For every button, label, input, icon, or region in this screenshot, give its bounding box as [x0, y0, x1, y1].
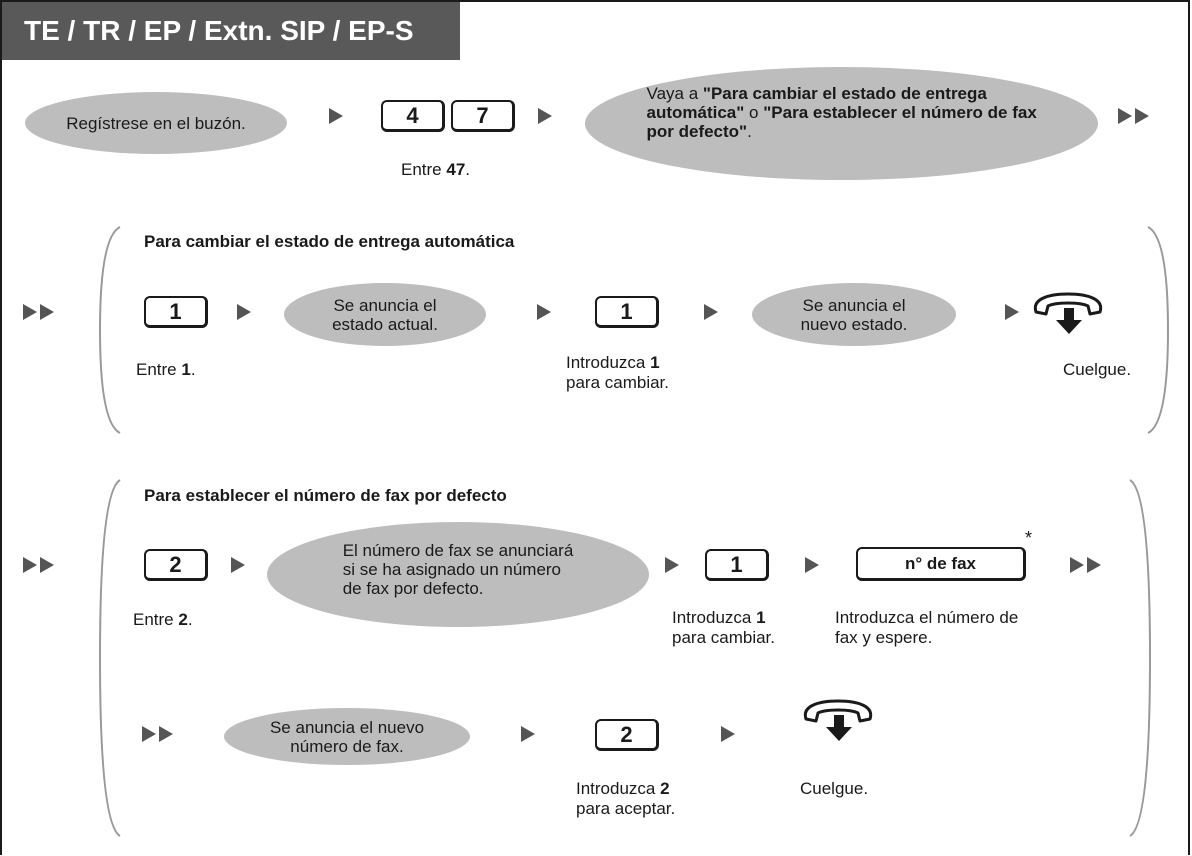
section2-key1-caption: Entre 2.	[133, 610, 193, 630]
goto-text-2: o	[744, 103, 764, 122]
caption-bold: 1	[756, 608, 766, 627]
section2-heading: Para establecer el número de fax por def…	[144, 486, 507, 505]
arrow	[521, 726, 535, 742]
caption-prefix: Introduzca	[672, 608, 757, 627]
section2-hangup-caption: Cuelgue.	[800, 779, 869, 798]
arrow	[538, 108, 552, 124]
keys-caption-suffix: .	[465, 160, 471, 179]
goto-text-bold-2: "Para establecer el número de fax por de…	[646, 103, 1037, 141]
goto-text-bold-1: "Para cambiar el estado de entrega autom…	[646, 84, 987, 122]
section1-hangup-caption: Cuelgue.	[1063, 360, 1132, 379]
arrow	[237, 304, 251, 320]
caption-prefix: Introduzca	[576, 779, 661, 798]
goto-text-1: Vaya a	[646, 84, 703, 103]
section2-key-accept-label: 2	[620, 721, 633, 747]
double-arrow	[23, 304, 57, 320]
arrow	[1005, 304, 1019, 320]
login-oval: Regístrese en el buzón.	[25, 92, 287, 154]
caption-line1: Introduzca el número de	[835, 608, 1019, 627]
oval-text: Se anuncia el nuevo número de fax.	[269, 717, 425, 756]
section2-key-2: 2	[144, 549, 208, 581]
login-oval-text: Regístrese en el buzón.	[66, 113, 246, 133]
section2-oval-new-fax: Se anuncia el nuevo número de fax.	[224, 708, 470, 765]
section1-key-1: 1	[144, 296, 208, 328]
key-4-label: 4	[406, 102, 419, 128]
key-7-label: 7	[476, 102, 489, 128]
arrow	[231, 557, 245, 573]
caption-line2: para cambiar.	[566, 373, 669, 392]
double-arrow	[23, 557, 57, 573]
double-arrow	[1070, 557, 1104, 573]
section1-key-2-label: 1	[620, 298, 633, 324]
caption-bold: 2	[178, 610, 188, 629]
caption-prefix: Introduzca	[566, 353, 651, 372]
left-bracket	[98, 479, 121, 837]
oval-text: Se anuncia el nuevo estado.	[800, 295, 908, 334]
page-title: TE / TR / EP / Extn. SIP / EP-S	[2, 2, 460, 60]
caption-bold: 1	[181, 360, 191, 379]
caption-suffix: .	[187, 610, 193, 629]
section2-key-1-label: 1	[730, 551, 743, 577]
section1-key1-caption: Entre 1.	[136, 360, 196, 380]
fax-number-key-label: n° de fax	[904, 553, 977, 573]
key-4: 4	[381, 100, 445, 132]
double-arrow	[1118, 108, 1152, 124]
section2-oval-fax-announced: El número de fax se anunciará si se ha a…	[267, 522, 649, 627]
arrow	[537, 304, 551, 320]
oval-text: El número de fax se anunciará si se ha a…	[342, 541, 574, 598]
left-bracket	[98, 226, 121, 434]
fax-asterisk: *	[1025, 528, 1033, 548]
caption-line2: fax y espere.	[835, 628, 933, 647]
caption-line2: para cambiar.	[672, 628, 775, 647]
caption-bold: 2	[660, 779, 670, 798]
goto-oval: Vaya a "Para cambiar el estado de entreg…	[585, 67, 1098, 180]
keys-caption-bold: 47	[446, 160, 466, 179]
section1-heading: Para cambiar el estado de entrega automá…	[144, 232, 515, 251]
caption-prefix: Entre	[136, 360, 182, 379]
section1-key-2: 1	[595, 296, 659, 328]
section2-key-1: 1	[705, 549, 769, 581]
arrow	[704, 304, 718, 320]
section2-key-accept: 2	[595, 719, 659, 751]
caption-prefix: Entre	[133, 610, 179, 629]
arrow	[665, 557, 679, 573]
keys-caption: Entre 47.	[401, 160, 470, 180]
double-arrow	[142, 726, 176, 742]
oval-text: Se anuncia el estado actual.	[332, 295, 438, 334]
arrow	[329, 108, 343, 124]
caption-bold: 1	[650, 353, 660, 372]
arrow	[721, 726, 735, 742]
hang-up-icon	[803, 699, 873, 741]
section1-oval-new-state: Se anuncia el nuevo estado.	[752, 283, 956, 346]
right-bracket	[1129, 479, 1152, 837]
fax-number-key: n° de fax	[856, 547, 1026, 581]
arrow	[805, 557, 819, 573]
section1-oval-current-state: Se anuncia el estado actual.	[284, 283, 486, 346]
caption-line2: para aceptar.	[576, 799, 676, 818]
keys-caption-prefix: Entre	[401, 160, 447, 179]
goto-oval-text: Vaya a "Para cambiar el estado de entreg…	[647, 84, 1067, 141]
key-7: 7	[451, 100, 515, 132]
section2-key-2-label: 2	[169, 551, 182, 577]
right-bracket	[1147, 226, 1170, 434]
caption-suffix: .	[190, 360, 196, 379]
hang-up-icon	[1033, 292, 1103, 334]
section1-key-1-label: 1	[169, 298, 182, 324]
goto-text-3: .	[747, 122, 752, 141]
